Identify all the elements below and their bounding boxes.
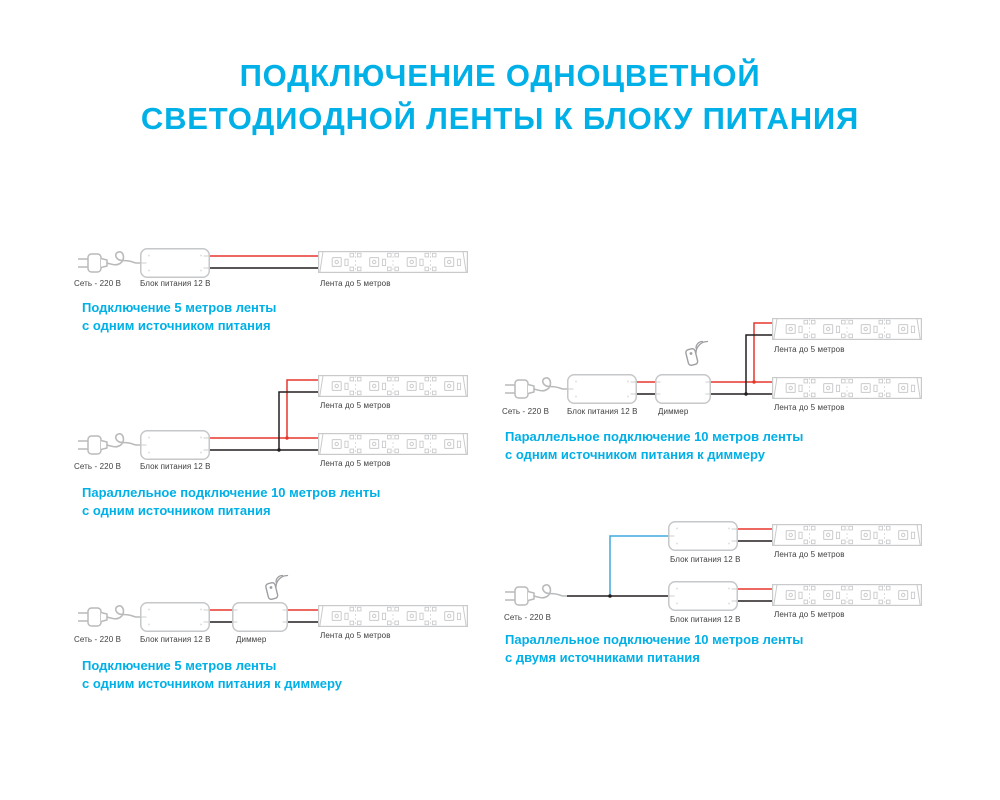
wire-red bbox=[210, 379, 318, 439]
caption-line: Параллельное подключение 10 метров ленты bbox=[505, 429, 804, 444]
label-strip-bottom-d5: Лента до 5 метров bbox=[774, 610, 845, 619]
label-psu-d3: Блок питания 12 В bbox=[140, 635, 211, 644]
wire-blue bbox=[609, 535, 668, 596]
title-line-2: СВЕТОДИОДНОЙ ЛЕНТЫ К БЛОКУ ПИТАНИЯ bbox=[140, 101, 860, 136]
led-strip bbox=[771, 377, 923, 399]
plug-icon bbox=[77, 605, 141, 627]
label-strip-d1: Лента до 5 метров bbox=[320, 279, 391, 288]
wire-junction bbox=[285, 436, 289, 440]
plug-icon bbox=[504, 377, 568, 399]
psu-box bbox=[668, 521, 738, 551]
diagram-4-graphic bbox=[504, 318, 923, 404]
led-strip bbox=[771, 523, 923, 547]
label-strip-top-d5: Лента до 5 метров bbox=[774, 550, 845, 559]
caption-line: с двумя источниками питания bbox=[505, 649, 700, 665]
diagram-5-graphic bbox=[504, 521, 923, 611]
led-strip bbox=[318, 251, 469, 273]
caption-line: Параллельное подключение 10 метров ленты bbox=[82, 485, 381, 500]
wire-junction bbox=[744, 392, 748, 396]
label-dimmer-d4: Диммер bbox=[658, 407, 689, 416]
dimmer-box bbox=[232, 602, 288, 632]
wire-black bbox=[210, 391, 318, 451]
caption-line: Подключение 5 метров ленты bbox=[82, 658, 277, 673]
caption-diagram-1: Подключение 5 метров ленты с одним источ… bbox=[82, 299, 276, 334]
psu-box bbox=[140, 248, 210, 278]
caption-diagram-2: Параллельное подключение 10 метров ленты… bbox=[82, 484, 380, 519]
label-psu-d1: Блок питания 12 В bbox=[140, 279, 211, 288]
label-strip-top-d2: Лента до 5 метров bbox=[320, 401, 391, 410]
wire-junction bbox=[277, 448, 281, 452]
label-psu-top-d5: Блок питания 12 В bbox=[670, 555, 741, 564]
plug-icon bbox=[504, 584, 568, 606]
label-strip-d3: Лента до 5 метров bbox=[320, 631, 391, 640]
psu-box bbox=[668, 581, 738, 611]
wire-junction bbox=[608, 594, 612, 598]
wire-junction bbox=[752, 380, 756, 384]
label-mains-d5: Сеть - 220 В bbox=[504, 613, 552, 622]
title-line-1: ПОДКЛЮЧЕНИЕ ОДНОЦВЕТНОЙ bbox=[239, 58, 761, 93]
led-strip bbox=[318, 375, 469, 397]
psu-box bbox=[140, 602, 210, 632]
label-strip-bottom-d4: Лента до 5 метров bbox=[774, 403, 845, 412]
plug-icon bbox=[77, 433, 141, 455]
label-mains-d1: Сеть - 220 В bbox=[74, 279, 122, 288]
label-psu-d2: Блок питания 12 В bbox=[140, 462, 211, 471]
caption-line: с одним источником питания к диммеру bbox=[505, 446, 765, 462]
led-strip bbox=[771, 583, 923, 607]
label-dimmer-d3: Диммер bbox=[236, 635, 267, 644]
caption-line: с одним источником питания bbox=[82, 502, 271, 518]
label-strip-top-d4: Лента до 5 метров bbox=[774, 345, 845, 354]
caption-diagram-3: Подключение 5 метров ленты с одним источ… bbox=[82, 657, 342, 692]
label-mains-d2: Сеть - 220 В bbox=[74, 462, 122, 471]
plug-icon bbox=[77, 251, 141, 273]
caption-line: Подключение 5 метров ленты bbox=[82, 300, 277, 315]
remote-control-icon bbox=[264, 574, 289, 601]
wire-black bbox=[711, 334, 772, 395]
diagram-2-graphic bbox=[77, 375, 469, 460]
caption-line: с одним источником питания к диммеру bbox=[82, 675, 342, 691]
page-title: ПОДКЛЮЧЕНИЕ ОДНОЦВЕТНОЙ СВЕТОДИОДНОЙ ЛЕН… bbox=[0, 54, 1000, 140]
caption-diagram-5: Параллельное подключение 10 метров ленты… bbox=[505, 631, 803, 666]
dimmer-box bbox=[655, 374, 711, 404]
led-strip bbox=[318, 433, 469, 455]
led-strip bbox=[318, 604, 469, 628]
psu-box bbox=[567, 374, 637, 404]
wire-red bbox=[711, 322, 772, 383]
label-mains-d4: Сеть - 220 В bbox=[502, 407, 550, 416]
caption-line: с одним источником питания bbox=[82, 317, 271, 333]
psu-box bbox=[140, 430, 210, 460]
label-psu-d4: Блок питания 12 В bbox=[567, 407, 638, 416]
caption-line: Параллельное подключение 10 метров ленты bbox=[505, 632, 804, 647]
led-strip bbox=[771, 318, 923, 340]
label-strip-bottom-d2: Лента до 5 метров bbox=[320, 459, 391, 468]
label-psu-bottom-d5: Блок питания 12 В bbox=[670, 615, 741, 624]
diagram-1-graphic bbox=[77, 248, 469, 278]
diagram-3-graphic bbox=[77, 574, 469, 632]
remote-control-icon bbox=[684, 340, 709, 367]
caption-diagram-4: Параллельное подключение 10 метров ленты… bbox=[505, 428, 803, 463]
label-mains-d3: Сеть - 220 В bbox=[74, 635, 122, 644]
